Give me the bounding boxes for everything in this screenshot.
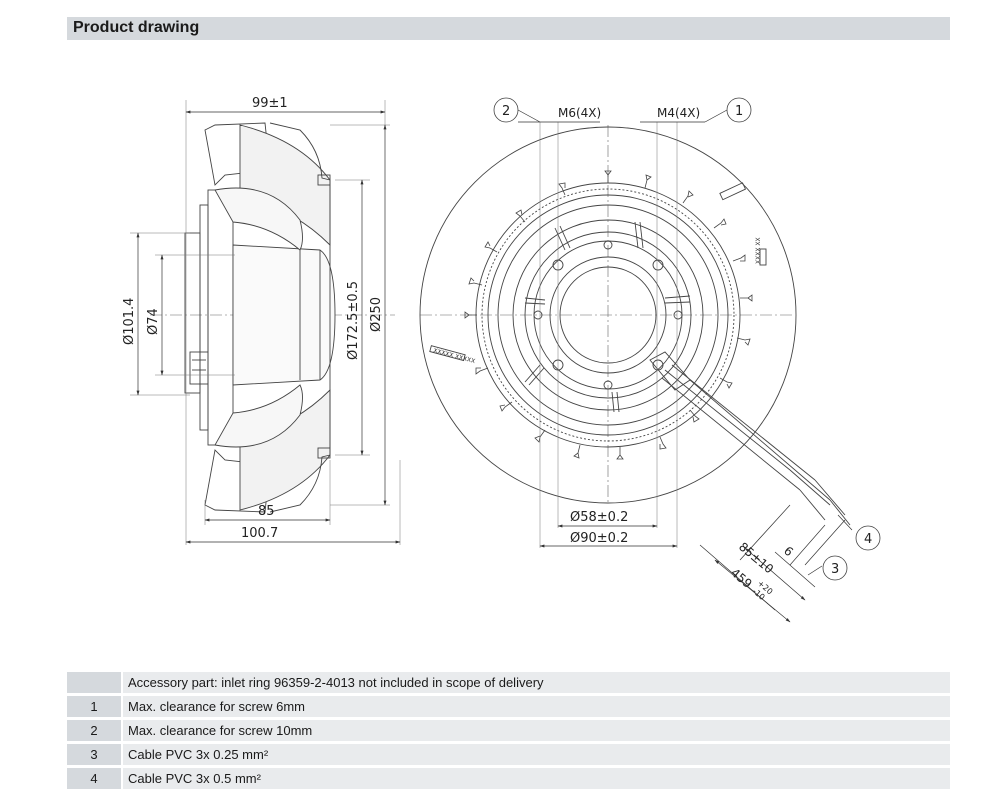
legend-text: Cable PVC 3x 0.5 mm² xyxy=(123,768,950,789)
legend-row-accessory: Accessory part: inlet ring 96359-2-4013 … xyxy=(67,672,950,693)
dim-d172: Ø172.5±0.5 xyxy=(346,281,361,360)
legend-row-3: 3 Cable PVC 3x 0.25 mm² xyxy=(67,744,950,765)
legend-row-4: 4 Cable PVC 3x 0.5 mm² xyxy=(67,768,950,789)
dim-cable459: 459 xyxy=(728,566,755,591)
callout-1-label: 1 xyxy=(735,104,743,119)
callout-2: 2 xyxy=(493,97,519,123)
front-view-teeth xyxy=(464,170,753,460)
product-drawing: 99±1 Ø101.4 Ø74 Ø172.5±0.5 Ø250 85 100.7 xyxy=(122,96,881,623)
legend-table: Accessory part: inlet ring 96359-2-4013 … xyxy=(67,672,950,792)
dim-len85: 85 xyxy=(258,504,275,519)
callout-3-label: 3 xyxy=(831,562,839,577)
side-view-dimensions xyxy=(136,110,401,544)
label-big: XXXXX XXXXX xyxy=(432,347,475,365)
section-header: Product drawing xyxy=(67,17,950,40)
legend-key: 1 xyxy=(67,696,121,717)
legend-key: 3 xyxy=(67,744,121,765)
callout-3: 3 xyxy=(822,555,848,581)
legend-text: Cable PVC 3x 0.25 mm² xyxy=(123,744,950,765)
legend-row-1: 1 Max. clearance for screw 6mm xyxy=(67,696,950,717)
legend-key xyxy=(67,672,121,693)
legend-key: 4 xyxy=(67,768,121,789)
dim-m6: M6(4X) xyxy=(558,106,601,120)
dim-d74: Ø74 xyxy=(146,308,161,335)
dim-depth-total: 99±1 xyxy=(252,96,288,111)
dim-cable6: 6 xyxy=(781,544,796,560)
legend-key: 2 xyxy=(67,720,121,741)
dim-d250: Ø250 xyxy=(369,297,384,332)
dim-len100: 100.7 xyxy=(241,526,278,541)
side-view xyxy=(130,100,401,545)
callout-1: 1 xyxy=(726,97,752,123)
front-view-dimensions xyxy=(517,109,853,623)
dim-d90: Ø90±0.2 xyxy=(570,531,628,546)
dim-m4: M4(4X) xyxy=(657,106,700,120)
legend-text: Max. clearance for screw 10mm xyxy=(123,720,950,741)
legend-text: Max. clearance for screw 6mm xyxy=(123,696,950,717)
dim-d101: Ø101.4 xyxy=(122,298,137,345)
front-view xyxy=(419,125,851,526)
callout-4: 4 xyxy=(855,525,881,551)
section-title: Product drawing xyxy=(73,19,200,36)
callout-4-label: 4 xyxy=(864,532,872,547)
legend-text: Accessory part: inlet ring 96359-2-4013 … xyxy=(123,672,950,693)
label-small: XXXX XX xyxy=(755,237,762,264)
dim-d58: Ø58±0.2 xyxy=(570,510,628,525)
callout-2-label: 2 xyxy=(502,104,510,119)
legend-row-2: 2 Max. clearance for screw 10mm xyxy=(67,720,950,741)
